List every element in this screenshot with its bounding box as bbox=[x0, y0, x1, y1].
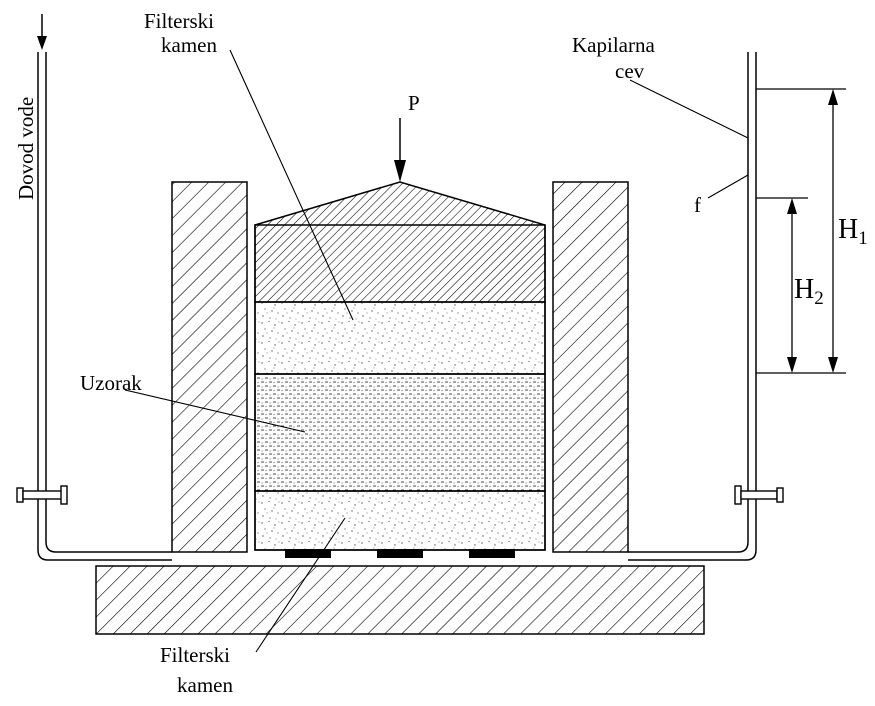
h2-label: H2 bbox=[794, 274, 824, 309]
water-inlet-label: Dovod vode bbox=[14, 97, 38, 200]
h1-label: H1 bbox=[838, 214, 868, 249]
h1-dimension-arrow bbox=[828, 89, 838, 373]
inlet-pipe bbox=[37, 52, 172, 561]
level-lines bbox=[756, 88, 846, 374]
capillary-tube bbox=[628, 52, 757, 561]
soil-sample bbox=[254, 373, 546, 492]
leader-lines bbox=[124, 49, 749, 653]
top-filter-stone-label-line1: Filterski bbox=[144, 9, 214, 33]
h2-dimension-arrow bbox=[787, 198, 797, 373]
top-filter-stone-label-line2: kamen bbox=[161, 33, 217, 57]
left-valve-icon bbox=[16, 485, 68, 505]
top-filter-stone bbox=[254, 301, 546, 375]
load-arrow-icon bbox=[394, 118, 406, 182]
bottom-filter-stone-label-line1: Filterski bbox=[160, 643, 230, 667]
f-label: f bbox=[694, 193, 701, 217]
sample-label: Uzorak bbox=[80, 371, 142, 395]
drain-port-1 bbox=[285, 549, 331, 558]
inlet-arrow-icon bbox=[37, 14, 47, 50]
bottom-filter-stone-label-line2: kamen bbox=[177, 673, 233, 697]
load-label: P bbox=[408, 91, 420, 115]
loading-cap bbox=[254, 181, 546, 303]
right-valve-icon bbox=[734, 485, 784, 505]
capillary-label-line2: cev bbox=[615, 59, 645, 83]
base-plate bbox=[95, 565, 705, 635]
bottom-filter-stone bbox=[254, 490, 546, 551]
drain-port-2 bbox=[377, 549, 423, 558]
left-cell-wall bbox=[171, 181, 248, 553]
right-cell-wall bbox=[552, 181, 629, 553]
capillary-label-line1: Kapilarna bbox=[572, 33, 655, 57]
drain-port-3 bbox=[469, 549, 515, 558]
